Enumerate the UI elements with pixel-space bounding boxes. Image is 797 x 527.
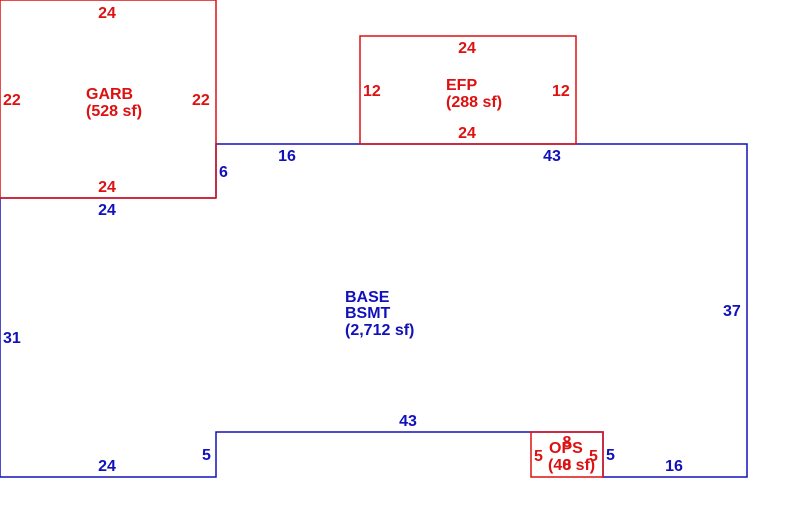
base-dim-bottom-left: 24: [98, 458, 116, 475]
base-dim-top-left: 16: [278, 148, 296, 165]
ops-dim-bottom: 8: [563, 457, 572, 474]
base-dim-bottom-right: 16: [665, 458, 683, 475]
garb-dim-bottom: 24: [98, 179, 116, 196]
efp-dim-top: 24: [458, 40, 476, 57]
efp-dim-left: 12: [363, 83, 381, 100]
ops-area: (40 sf): [548, 457, 595, 474]
garb-dim-right: 22: [192, 92, 210, 109]
base-dim-notch-right: 5: [606, 447, 615, 464]
base-code: BASE: [345, 289, 390, 306]
garb-dim-left: 22: [3, 92, 21, 109]
efp-outline: [359, 35, 577, 145]
base-dim-notch-left: 5: [202, 447, 211, 464]
base-dim-right: 37: [723, 303, 741, 320]
base-dim-notch-top: 43: [399, 413, 417, 430]
base-dim-upper-left: 24: [98, 202, 116, 219]
ops-dim-left: 5: [534, 448, 543, 465]
ops-code: OPS: [549, 440, 583, 457]
base-dim-step-left: 6: [219, 164, 228, 181]
garb-area: (528 sf): [86, 103, 142, 120]
efp-area: (288 sf): [446, 94, 502, 111]
efp-dim-right: 12: [552, 83, 570, 100]
base-dim-top-right: 43: [543, 148, 561, 165]
efp-code: EFP: [446, 77, 477, 94]
ops-dim-top: 8: [563, 434, 572, 451]
base-name: BSMT: [345, 305, 391, 322]
base-dim-left: 31: [3, 330, 21, 347]
garb-outline: [0, 0, 217, 199]
garb-dim-top: 24: [98, 5, 116, 22]
base-area: (2,712 sf): [345, 322, 414, 339]
garb-code: GARB: [86, 86, 133, 103]
efp-dim-bottom: 24: [458, 125, 476, 142]
ops-outline: [530, 431, 604, 478]
ops-dim-right: 5: [589, 448, 598, 465]
